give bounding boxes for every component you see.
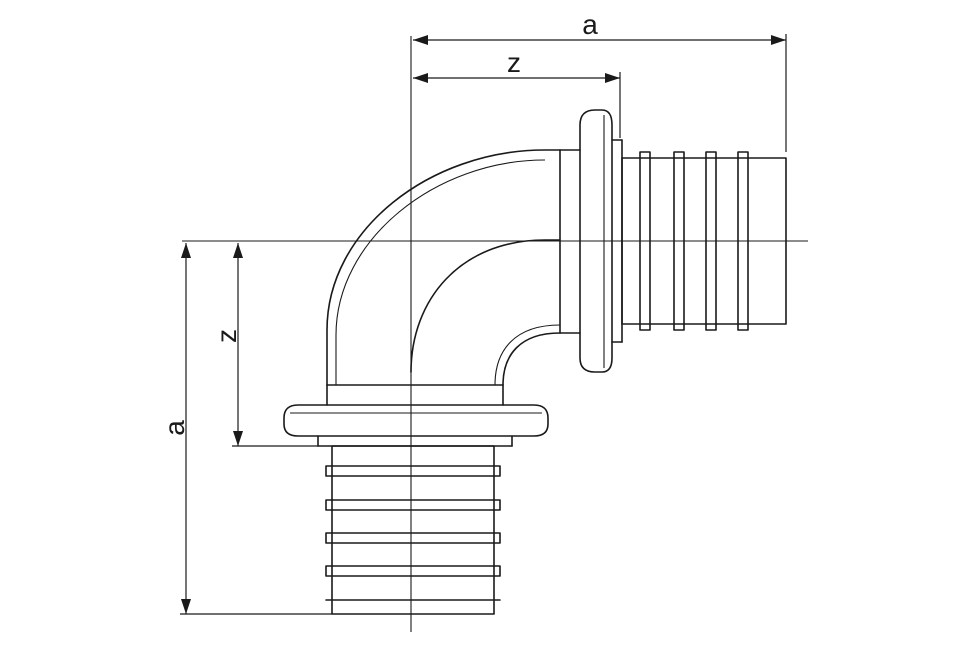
top-z-arrow-left xyxy=(413,73,428,83)
right-rib-3 xyxy=(705,151,717,331)
bottom-rib-3 xyxy=(325,532,501,544)
bottom-rib-4 xyxy=(325,565,501,577)
left-z-arrow-top xyxy=(233,243,243,258)
top-a-arrow-left xyxy=(413,35,428,45)
left-a-arrow-bottom xyxy=(181,599,191,614)
right-rib-4 xyxy=(737,151,749,331)
bottom-stub xyxy=(317,435,513,615)
elbow-lower-bend xyxy=(502,332,561,386)
elbow-outer-inner-line xyxy=(335,159,546,385)
left-a-label: a xyxy=(159,420,190,436)
elbow-bend-inner-line xyxy=(494,324,561,386)
dimension-left-a: a xyxy=(159,243,332,615)
right-stub xyxy=(611,139,787,343)
elbow-body xyxy=(326,149,561,386)
bottom-stub-body xyxy=(331,445,495,615)
dimension-left-z: z xyxy=(211,243,318,447)
right-rib-2 xyxy=(673,151,685,331)
right-flange xyxy=(559,109,613,373)
elbow-inner-curve xyxy=(410,239,561,373)
dimension-top-a: a xyxy=(413,9,787,152)
dimension-top-z: z xyxy=(413,47,621,138)
bottom-rib-1 xyxy=(325,465,501,477)
top-z-arrow-right xyxy=(605,73,620,83)
left-z-arrow-bottom xyxy=(233,431,243,446)
left-z-label: z xyxy=(211,329,242,343)
left-a-arrow-top xyxy=(181,243,191,258)
top-a-arrow-right xyxy=(771,35,786,45)
top-a-label: a xyxy=(582,9,598,40)
right-rib-1 xyxy=(639,151,651,331)
top-z-label: z xyxy=(507,47,521,78)
bottom-rib-2 xyxy=(325,499,501,511)
bottom-flange-ring xyxy=(283,404,549,437)
elbow-outer-curve xyxy=(326,149,561,386)
right-flange-ring xyxy=(579,109,613,373)
bottom-flange xyxy=(283,384,549,437)
